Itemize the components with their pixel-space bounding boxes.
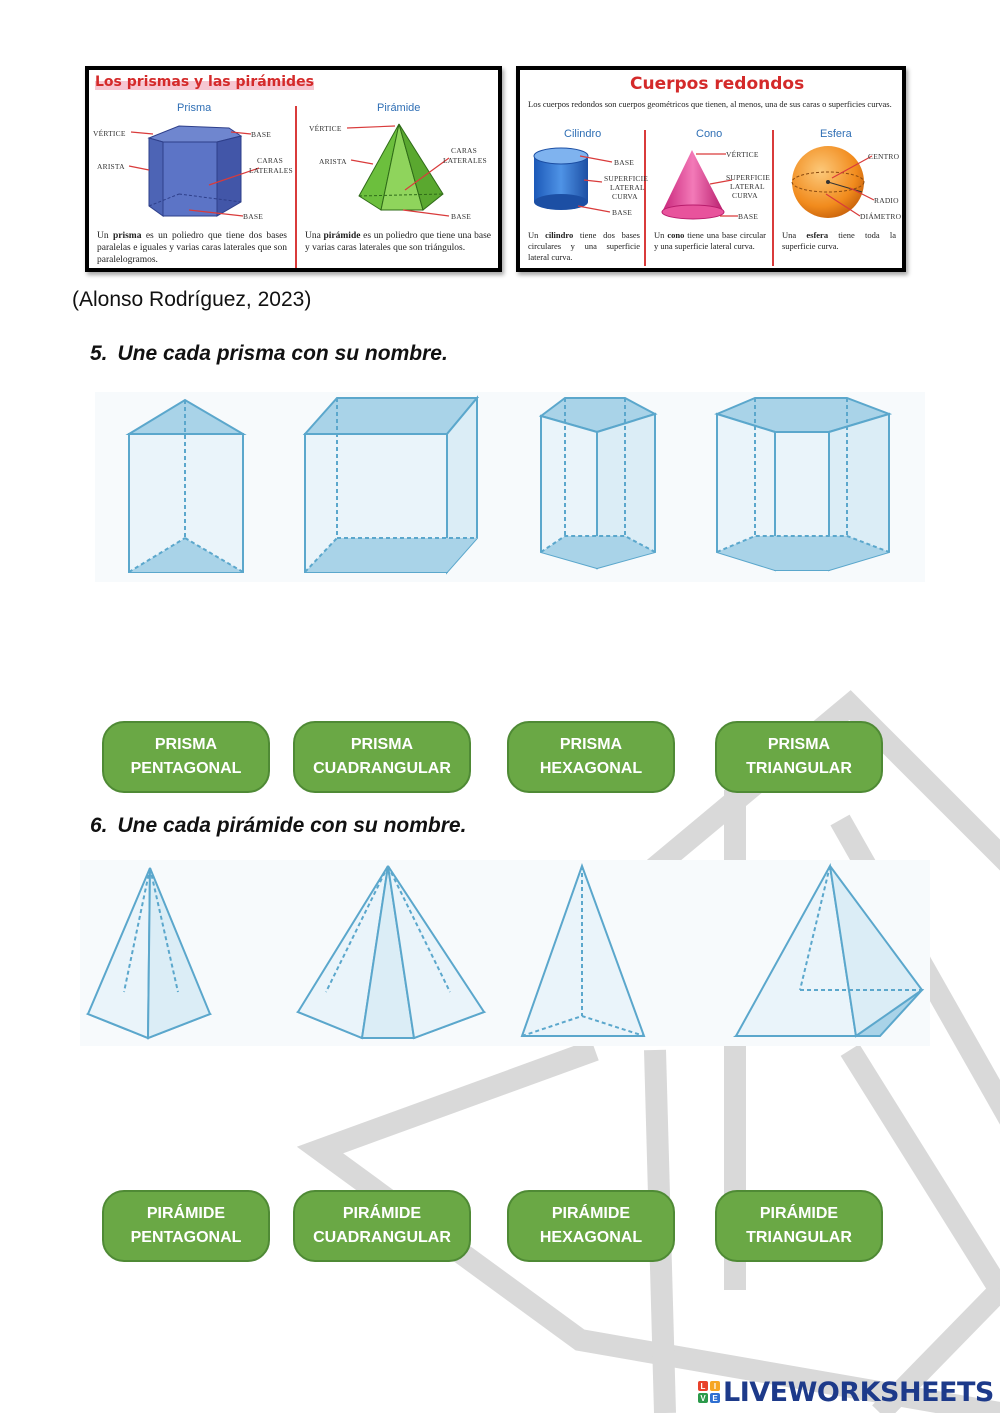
cono-description: Un cono tiene una base circular y una su… — [654, 230, 766, 251]
question-number: 5. — [90, 342, 108, 365]
cono-subtitle: Cono — [696, 128, 723, 140]
pyr-label-vertice: VÉRTICE — [309, 124, 342, 133]
cilindro-description: Un cilindro tiene dos bases circulares y… — [528, 230, 640, 262]
triangular-pyramid-figure — [520, 863, 646, 1037]
round-bodies-diagram — [533, 146, 875, 220]
cyl-label-base-top: BASE — [614, 158, 634, 167]
label-caras: CARAS — [257, 156, 284, 165]
sphere-label-diametro: DIÁMETRO — [860, 212, 902, 221]
prism-diagram — [128, 123, 450, 217]
label-arista: ARISTA — [97, 162, 125, 171]
cone-label-superficie: SUPERFICIE — [726, 173, 771, 182]
reference-panel-round-bodies: Cuerpos redondos Los cuerpos redondos so… — [516, 66, 906, 272]
divider — [772, 130, 774, 266]
liveworksheets-logo: L I V E LIVEWORKSHEETS — [698, 1376, 994, 1408]
square-prism-figure — [302, 395, 480, 575]
cone-label-vertice: VÉRTICE — [726, 150, 759, 159]
pentagonal-pyramid-figure — [732, 862, 925, 1038]
panel-title: Cuerpos redondos — [630, 74, 805, 94]
prisma-subtitle: Prisma — [177, 102, 212, 114]
cilindro-subtitle: Cilindro — [564, 128, 602, 140]
pyr-label-base: BASE — [451, 212, 471, 221]
divider — [295, 106, 297, 268]
prisma-description: Un prisma es un poliedro que tiene dos b… — [97, 231, 287, 265]
question-6-heading: 6. Une cada pirámide con su nombre. — [90, 814, 466, 838]
round-intro: Los cuerpos redondos son cuerpos geométr… — [528, 99, 892, 109]
piramide-subtitle: Pirámide — [377, 102, 421, 114]
label-base-bottom: BASE — [243, 212, 263, 221]
logo-grid-icon: L I V E — [698, 1381, 720, 1403]
pyr-label-arista: ARISTA — [319, 157, 347, 166]
pyr-label-caras: CARAS — [451, 146, 478, 155]
label-vertice: VÉRTICE — [93, 129, 126, 138]
pentagonal-prism-figure — [538, 397, 658, 570]
cone-label-base: BASE — [738, 212, 758, 221]
citation: (Alonso Rodríguez, 2023) — [72, 288, 312, 311]
panel-title: Los prismas y las pirámides — [95, 74, 314, 90]
reference-panel-prisms: Los prismas y las pirámides Prisma Pirám… — [85, 66, 502, 272]
cyl-label-lateral: LATERAL — [610, 183, 645, 192]
cyl-label-curva: CURVA — [612, 192, 638, 201]
question-text: Une cada pirámide con su nombre. — [117, 814, 467, 837]
cone-label-curva: CURVA — [732, 191, 758, 200]
esfera-description: Una esfera tiene toda la superficie curv… — [782, 230, 896, 251]
cone-label-lateral: LATERAL — [730, 182, 765, 191]
question-number: 6. — [90, 814, 108, 837]
triangular-prism-figure — [125, 398, 247, 573]
cyl-label-superficie: SUPERFICIE — [604, 174, 649, 183]
question-5-heading: 5. Une cada prisma con su nombre. — [90, 342, 448, 366]
prism-figures — [95, 392, 925, 582]
label-laterales: LATERALES — [249, 166, 293, 175]
divider — [644, 130, 646, 266]
label-base-top: BASE — [251, 130, 271, 139]
piramide-description: Una pirámide es un poliedro que tiene un… — [305, 231, 491, 253]
hexagonal-pyramid-figure — [295, 865, 487, 1040]
sphere-label-centro: CENTRO — [868, 152, 900, 161]
square-pyramid-figure — [85, 867, 213, 1040]
hexagonal-prism-figure — [714, 397, 893, 572]
esfera-subtitle: Esfera — [820, 128, 852, 140]
sphere-label-radio: RADIO — [874, 196, 899, 205]
pyr-label-laterales: LATERALES — [443, 156, 487, 165]
question-text: Une cada prisma con su nombre. — [117, 342, 448, 365]
cyl-label-base-bottom: BASE — [612, 208, 632, 217]
pyramid-figures — [80, 860, 930, 1046]
logo-text: LIVEWORKSHEETS — [723, 1376, 994, 1408]
